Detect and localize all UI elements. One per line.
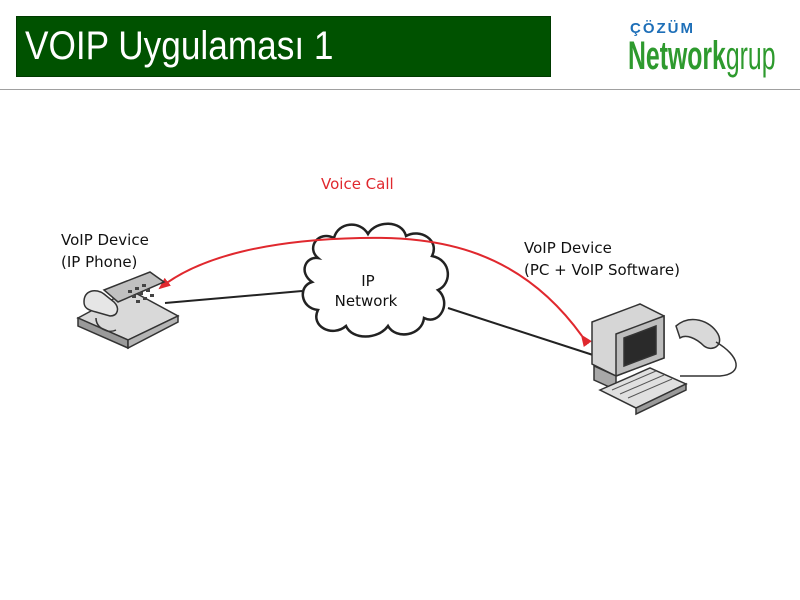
company-logo: ÇÖZÜM Networkgrup: [628, 20, 790, 84]
logo-network-text: Network: [628, 34, 726, 78]
right-device-label-line1: VoIP Device: [524, 239, 612, 257]
voice-call-arrow: [158, 236, 592, 348]
cloud-label-line2: Network: [335, 292, 398, 310]
voice-call-label: Voice Call: [321, 175, 394, 193]
cloud-label-line1: IP: [361, 272, 374, 290]
left-device-label-line2: (IP Phone): [61, 253, 137, 271]
cloud-to-pc-line: [447, 307, 594, 356]
title-bar: VOIP Uygulaması 1: [16, 16, 551, 77]
logo-grup-text: grup: [725, 34, 776, 78]
right-device-label-line2: (PC + VoIP Software): [524, 261, 680, 279]
left-device-label-line1: VoIP Device: [61, 231, 149, 249]
logo-top-text: ÇÖZÜM: [630, 20, 695, 37]
page-title: VOIP Uygulaması 1: [25, 24, 334, 68]
phone-to-cloud-line: [164, 290, 303, 304]
ip-phone-icon: [76, 271, 180, 350]
logo-main-text: Networkgrup: [628, 34, 775, 78]
pc-icon: [591, 303, 737, 416]
header-divider: [0, 89, 800, 90]
